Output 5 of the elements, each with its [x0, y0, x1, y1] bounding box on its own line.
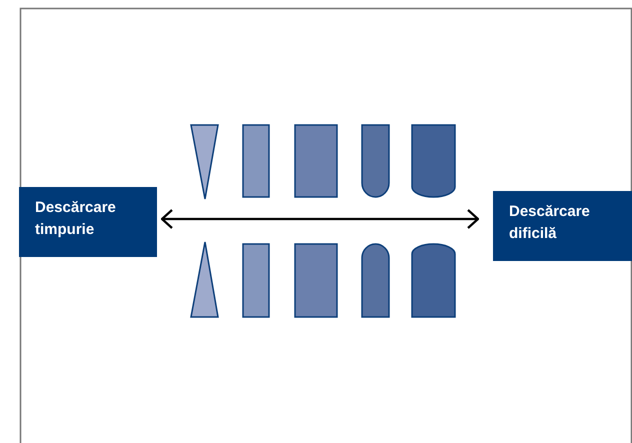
label-box — [493, 191, 632, 261]
box-label: Descărcare timpurie — [35, 198, 117, 240]
label-box — [19, 187, 157, 257]
double-arrow — [160, 208, 480, 230]
box-label: Descărcare dificilă — [509, 202, 591, 244]
